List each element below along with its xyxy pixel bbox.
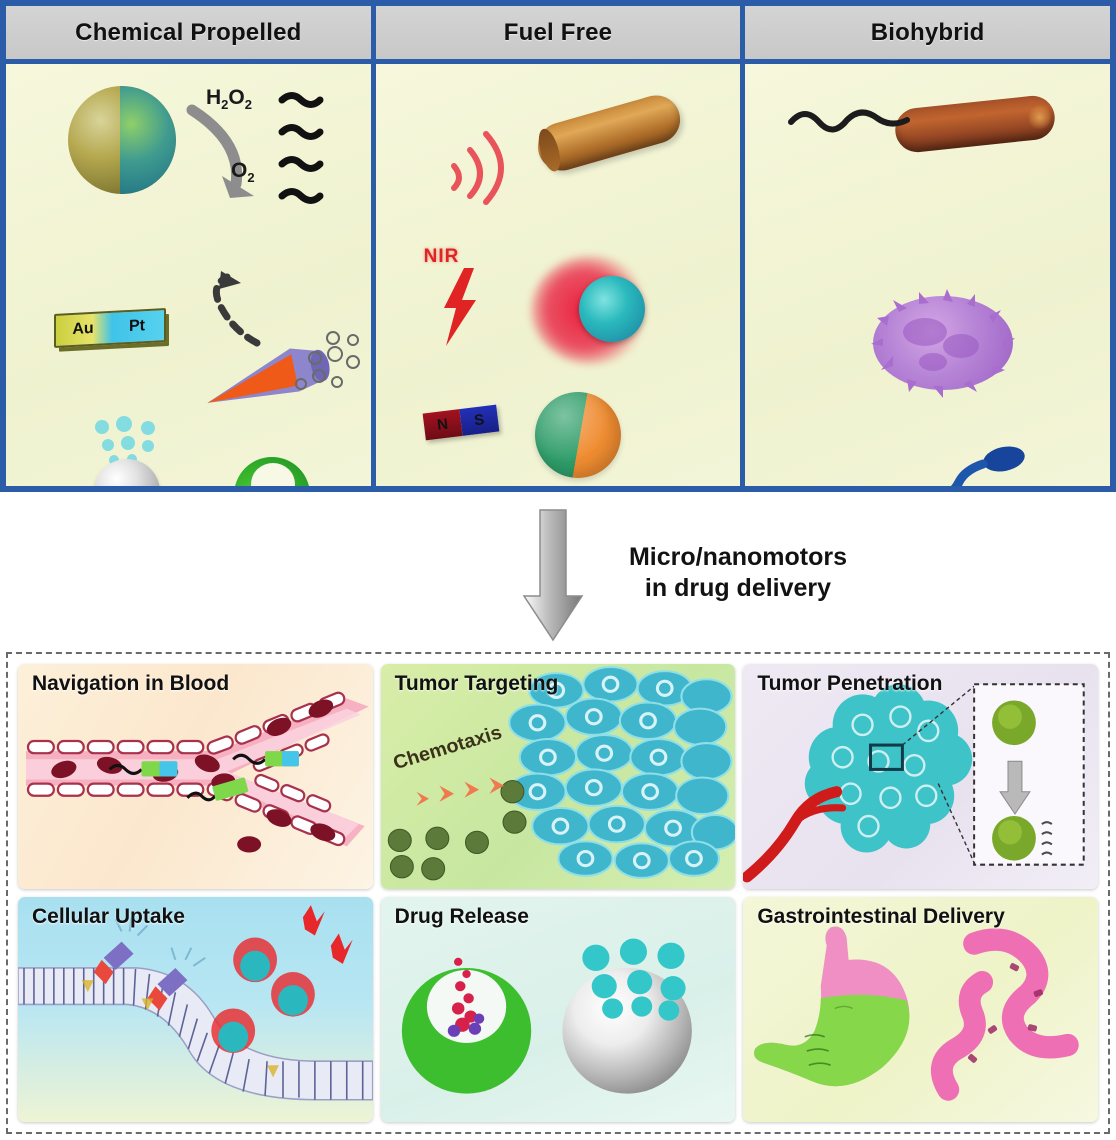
internalized-nanoparticles bbox=[211, 905, 353, 1054]
immune-cell-spikes bbox=[871, 289, 1016, 398]
down-arrow-icon bbox=[522, 509, 584, 642]
column-header-biohybrid: Biohybrid bbox=[745, 6, 1110, 59]
intestine-lower bbox=[931, 970, 994, 1101]
tumor-penetration-illustration bbox=[743, 683, 1086, 883]
panel-title-cellular-uptake: Cellular Uptake bbox=[32, 905, 185, 928]
gold-nanorod-icon bbox=[531, 89, 686, 177]
panel-title-drug-release: Drug Release bbox=[394, 905, 529, 928]
oxygen-bubble-cloud-icon bbox=[95, 416, 155, 465]
green-drug-capsule-icon bbox=[234, 457, 310, 486]
cone-bubble-trail-icon bbox=[295, 331, 360, 390]
magnified-region-box bbox=[869, 743, 905, 771]
ultrasound-waves-icon bbox=[450, 131, 504, 205]
label-oxygen: O2 bbox=[231, 159, 255, 186]
drug-payload-icon bbox=[266, 477, 286, 486]
panel-title-navigation: Navigation in Blood bbox=[32, 672, 230, 695]
column-biohybrid: Biohybrid bbox=[745, 6, 1110, 486]
magnet-pole-south: S bbox=[459, 404, 500, 436]
column-fuel-free: Fuel Free NIR bbox=[375, 6, 741, 486]
bar-magnet-icon: N S bbox=[422, 404, 500, 441]
magnetic-janus-sphere-icon bbox=[534, 392, 621, 478]
chemotaxis-annotation: Chemotaxis bbox=[390, 721, 504, 774]
cellular-uptake-illustration bbox=[18, 905, 373, 1101]
reaction-arrow-icon bbox=[186, 104, 254, 198]
column-chemical-propelled: Chemical Propelled H2O2 O2 bbox=[6, 6, 371, 486]
nanorod-label-pt: Pt bbox=[129, 317, 145, 336]
trajectory-arrow-icon bbox=[212, 271, 261, 347]
column-body-biohybrid bbox=[745, 64, 1110, 486]
panel-title-gi-delivery: Gastrointestinal Delivery bbox=[757, 905, 1005, 928]
flagellum-icon bbox=[788, 109, 911, 133]
panel-cellular-uptake: Cellular Uptake bbox=[18, 897, 373, 1122]
blood-vessel-illustration bbox=[25, 691, 369, 853]
panel-title-tumor-targeting: Tumor Targeting bbox=[394, 672, 559, 695]
bacterium-body-icon bbox=[893, 93, 1058, 155]
column-header-fuel-free: Fuel Free bbox=[375, 6, 741, 59]
nanorod-label-au: Au bbox=[72, 319, 94, 338]
nir-label: NIR bbox=[423, 246, 460, 267]
sperm-cell-icon bbox=[951, 446, 1026, 486]
oxygen-bubbles bbox=[581, 938, 686, 1021]
panel-title-tumor-penetration: Tumor Penetration bbox=[757, 672, 943, 695]
column-body-fuel-free: NIR N S bbox=[375, 64, 741, 486]
drug-release-illustration bbox=[401, 938, 692, 1094]
intestine-upper bbox=[963, 928, 1080, 1059]
applications-section: Navigation in Blood bbox=[6, 652, 1110, 1134]
transition-caption: Micro/nanomotors in drug delivery bbox=[588, 542, 888, 605]
lightning-bolt-icon bbox=[443, 268, 476, 346]
panel-tumor-targeting: Tumor Targeting bbox=[380, 664, 736, 889]
magnet-pole-north: N bbox=[422, 409, 463, 441]
caption-line-2: in drug delivery bbox=[644, 574, 832, 603]
panel-gastrointestinal-delivery: Gastrointestinal Delivery bbox=[743, 897, 1098, 1122]
inset-arrow-icon bbox=[999, 760, 1032, 815]
gi-delivery-illustration bbox=[754, 926, 1080, 1101]
middle-transition-section: Micro/nanomotors in drug delivery bbox=[0, 496, 1116, 652]
panel-navigation-in-blood: Navigation in Blood bbox=[18, 664, 373, 889]
janus-particle-icon bbox=[68, 86, 176, 194]
stomach-lower-region bbox=[754, 994, 910, 1087]
released-drug-molecules bbox=[447, 957, 484, 1037]
photothermal-sphere-icon bbox=[578, 276, 645, 342]
column-body-chemical: H2O2 O2 bbox=[6, 64, 371, 486]
janus-catalyst-texture bbox=[126, 100, 174, 180]
lipid-bilayer bbox=[18, 967, 373, 1101]
propulsion-columns: Chemical Propelled H2O2 O2 bbox=[6, 6, 1110, 486]
tumor-targeting-illustration: Chemotaxis bbox=[387, 666, 736, 881]
oxygen-wave-icon bbox=[278, 92, 324, 204]
immune-cell-icon bbox=[871, 289, 1016, 398]
label-hydrogen-peroxide: H2O2 bbox=[206, 86, 252, 113]
au-pt-nanorod-icon: Au Pt bbox=[54, 308, 166, 348]
top-section: Chemical Propelled H2O2 O2 bbox=[0, 0, 1116, 492]
nanomotor-group bbox=[108, 751, 299, 802]
application-panels-grid: Navigation in Blood bbox=[18, 664, 1098, 1122]
membrane-penetrating-motors bbox=[81, 917, 280, 1078]
panel-tumor-penetration: Tumor Penetration bbox=[743, 664, 1098, 889]
panel-drug-release: Drug Release bbox=[380, 897, 736, 1122]
column-header-chemical: Chemical Propelled bbox=[6, 6, 371, 59]
caption-line-1: Micro/nanomotors bbox=[628, 543, 848, 571]
